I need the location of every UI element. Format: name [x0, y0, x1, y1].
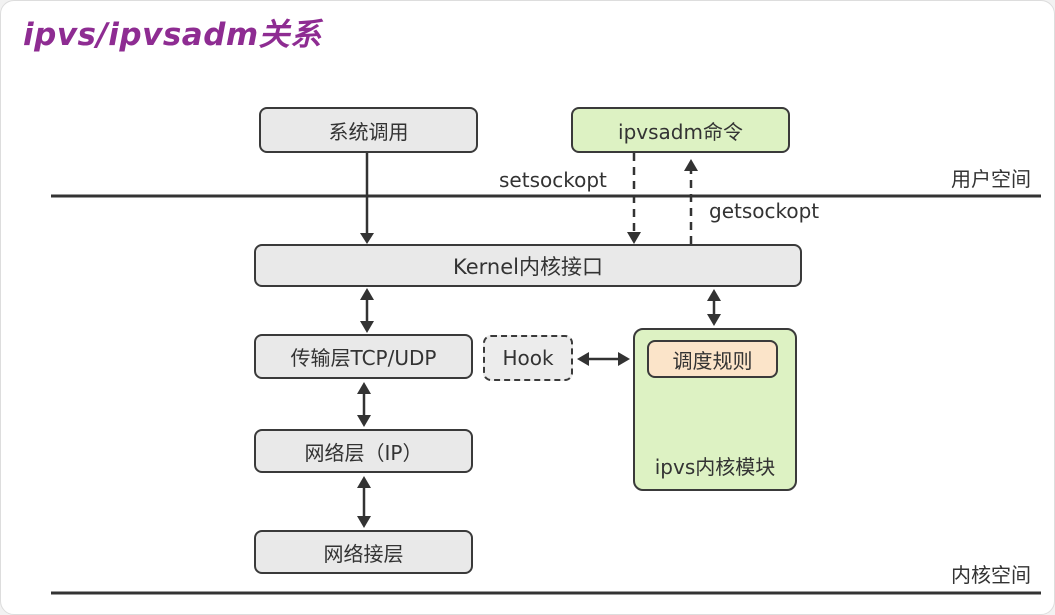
box-schedule-rules: 调度规则: [647, 340, 778, 378]
label-setsockopt: setsockopt: [499, 168, 607, 192]
arrow-setsockopt-dashed-down: [627, 153, 641, 244]
ipvs-module-label: ipvs内核模块: [654, 455, 776, 479]
arrow-hook-ipvs-double: [577, 352, 630, 366]
arrow-getsockopt-dashed-up: [684, 159, 698, 244]
box-network-layer: 网络层（IP）: [254, 429, 473, 473]
box-system-call: 系统调用: [259, 107, 478, 153]
diagram-title: ipvs/ipvsadm关系: [23, 17, 322, 53]
arrow-kernel-transport-double: [360, 288, 374, 333]
arrow-transport-network-double: [357, 382, 371, 427]
arrow-network-netif-double: [357, 476, 371, 528]
box-kernel-interface: Kernel内核接口: [254, 244, 802, 287]
label-getsockopt: getsockopt: [709, 199, 820, 223]
label-kernel-space: 内核空间: [951, 563, 1031, 587]
label-user-space: 用户空间: [951, 167, 1031, 191]
box-ipvsadm-command: ipvsadm命令: [571, 107, 790, 153]
arrow-syscall-to-kernel: [360, 153, 374, 244]
box-network-interface-layer: 网络接层: [254, 530, 473, 574]
box-transport-layer: 传输层TCP/UDP: [254, 334, 473, 379]
box-hook: Hook: [483, 335, 573, 381]
arrow-kernel-ipvs-double: [707, 289, 721, 326]
